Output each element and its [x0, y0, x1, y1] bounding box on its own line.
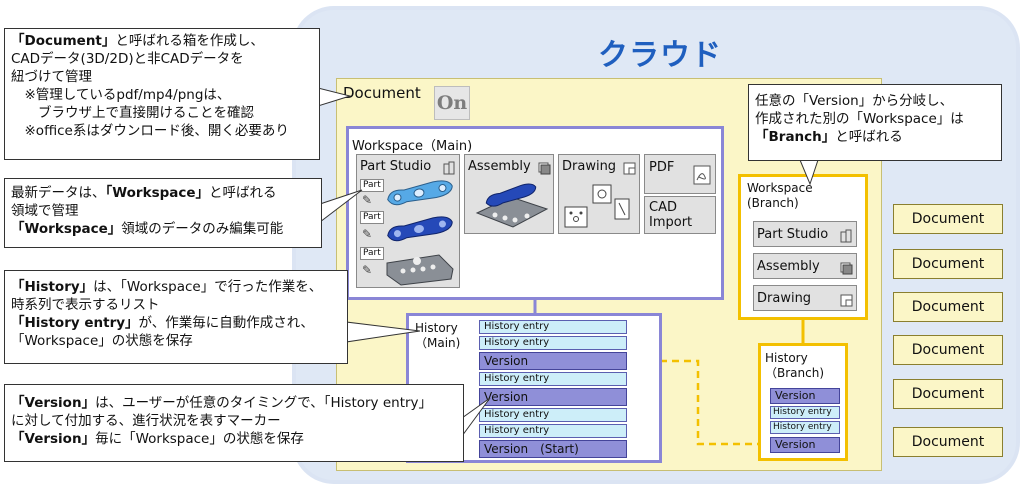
callout-document-line: ブラウザ上で直接開けることを確認 [11, 105, 254, 121]
version-entry[interactable]: Version [770, 388, 840, 404]
callout-history-line: 「History entry」が、作業毎に自動作成され、 [11, 315, 314, 331]
callout-history: 「History」は、「Workspace」で行った作業を、 時系列で表示するリ… [4, 270, 348, 364]
drawing-icon [623, 160, 636, 175]
external-document[interactable]: Document [893, 379, 1003, 409]
version-start-entry[interactable]: Version (Start) [479, 440, 627, 458]
callout-document-line: ※office系はダウンロード後、開く必要あり [11, 123, 289, 139]
callout-branch-line: 任意の「Version」から分岐し、 [755, 93, 954, 109]
callout-workspace-line: 「Workspace」領域のデータのみ編集可能 [11, 221, 284, 237]
history-branch: History （Branch) Version History entry H… [758, 343, 848, 461]
workspace-branch-label-line2: (Branch) [747, 196, 799, 210]
history-entry[interactable]: History entry [479, 424, 627, 438]
drawing-label: Drawing [562, 159, 617, 174]
callout-document-line: 紐づけて管理 [11, 69, 92, 85]
assembly-panel[interactable]: Assembly [464, 154, 554, 234]
part-chip: Part [360, 179, 384, 192]
callout-workspace-line: 最新データは、「Workspace」と呼ばれる [11, 185, 277, 201]
callout-version-line: に対して付加する、進行状況を表すマーカー [11, 413, 281, 429]
history-entry[interactable]: History entry [479, 408, 627, 422]
assembly-label: Assembly [468, 159, 531, 174]
version-entry[interactable]: Version [770, 437, 840, 453]
callout-branch: 任意の「Version」から分岐し、 作成された別の「Workspace」は 「… [748, 84, 1002, 161]
branch-part-studio-label: Part Studio [757, 227, 829, 242]
part-studio-label: Part Studio [360, 159, 432, 174]
callout-document-line: 「Document」と呼ばれる箱を作成し、 [11, 33, 264, 49]
branch-assembly-label: Assembly [757, 259, 820, 274]
workspace-branch-label: Workspace (Branch) [747, 181, 813, 211]
callout-version-line: 「Version」は、ユーザーが任意のタイミングで、「History entry… [11, 395, 433, 411]
history-entry[interactable]: History entry [479, 336, 627, 350]
branch-assembly-panel[interactable]: Assembly [753, 253, 857, 279]
assembly-icon [538, 160, 551, 175]
assembly-icon [840, 260, 853, 279]
version-entry[interactable]: Version [479, 352, 627, 370]
drawing-thumbnail [564, 184, 630, 228]
callout-branch-line: 「Branch」と呼ばれる [755, 129, 903, 145]
history-entry[interactable]: History entry [770, 406, 840, 419]
history-main-label: History （Main) [415, 321, 460, 351]
document-label: Document [343, 84, 421, 102]
part-thumbnails [386, 180, 454, 286]
branch-drawing-panel[interactable]: Drawing [753, 285, 857, 311]
callout-workspace: 最新データは、「Workspace」と呼ばれる 領域で管理 「Workspace… [4, 178, 322, 248]
history-branch-label-line2: （Branch) [765, 366, 825, 380]
version-entry[interactable]: Version [479, 388, 627, 406]
external-document[interactable]: Document [893, 427, 1003, 457]
assembly-thumbnail [475, 183, 549, 228]
workspace-branch: Workspace (Branch) Part Studio Assembly … [738, 174, 868, 320]
external-document[interactable]: Document [893, 335, 1003, 365]
history-entry[interactable]: History entry [770, 421, 840, 434]
sketch-icon: ✎ [362, 263, 373, 277]
workspace-main-label: Workspace（Main) [352, 139, 473, 154]
part-chip: Part [360, 247, 384, 260]
callout-version: 「Version」は、ユーザーが任意のタイミングで、「History entry… [4, 384, 464, 462]
branch-part-studio-panel[interactable]: Part Studio [753, 221, 857, 247]
part-studio-icon [840, 228, 852, 247]
external-document[interactable]: Document [893, 292, 1003, 322]
callout-document: 「Document」と呼ばれる箱を作成し、 CADデータ(3D/2D)と非CAD… [4, 28, 320, 160]
drawing-panel[interactable]: Drawing [558, 154, 640, 234]
sketch-icon: ✎ [362, 227, 373, 241]
external-document[interactable]: Document [893, 249, 1003, 279]
history-branch-label: History （Branch) [765, 351, 824, 381]
part-studio-icon [443, 160, 455, 175]
workspace-branch-label-line1: Workspace [747, 181, 813, 195]
callout-branch-line: 作成された別の「Workspace」は [755, 111, 964, 127]
part-studio-panel[interactable]: Part Studio Part Part Part ✎ ✎ ✎ [356, 154, 460, 288]
cad-import-panel[interactable]: CAD Import [644, 196, 716, 234]
cloud-title: クラウド [598, 38, 722, 73]
history-branch-label-line1: History [765, 351, 808, 365]
callout-document-line: CADデータ(3D/2D)と非CADデータを [11, 51, 244, 67]
history-entry[interactable]: History entry [479, 320, 627, 334]
branch-drawing-label: Drawing [757, 291, 812, 306]
pdf-icon [693, 165, 711, 185]
callout-version-line: 「Version」毎に「Workspace」の状態を保存 [11, 431, 304, 447]
callout-workspace-line: 領域で管理 [11, 203, 79, 219]
callout-history-line: 「History」は、「Workspace」で行った作業を、 [11, 279, 323, 295]
callout-document-line: ※管理しているpdf/mp4/pngは、 [11, 87, 231, 103]
external-document[interactable]: Document [893, 204, 1003, 234]
callout-history-line: 時系列で表示するリスト [11, 297, 160, 313]
sketch-icon: ✎ [362, 193, 373, 207]
cad-import-label: CAD Import [649, 200, 693, 230]
onshape-logo-icon: On [434, 86, 470, 120]
pdf-label: PDF [649, 160, 675, 175]
pdf-panel[interactable]: PDF [644, 154, 716, 194]
drawing-icon [840, 292, 853, 311]
history-main-label-line2: （Main) [415, 336, 461, 350]
callout-history-line: 「Workspace」の状態を保存 [11, 333, 193, 349]
part-chip: Part [360, 211, 384, 224]
history-entry[interactable]: History entry [479, 372, 627, 386]
history-main-label-line1: History [415, 321, 458, 335]
history-main: History （Main) History entry History ent… [406, 313, 662, 463]
